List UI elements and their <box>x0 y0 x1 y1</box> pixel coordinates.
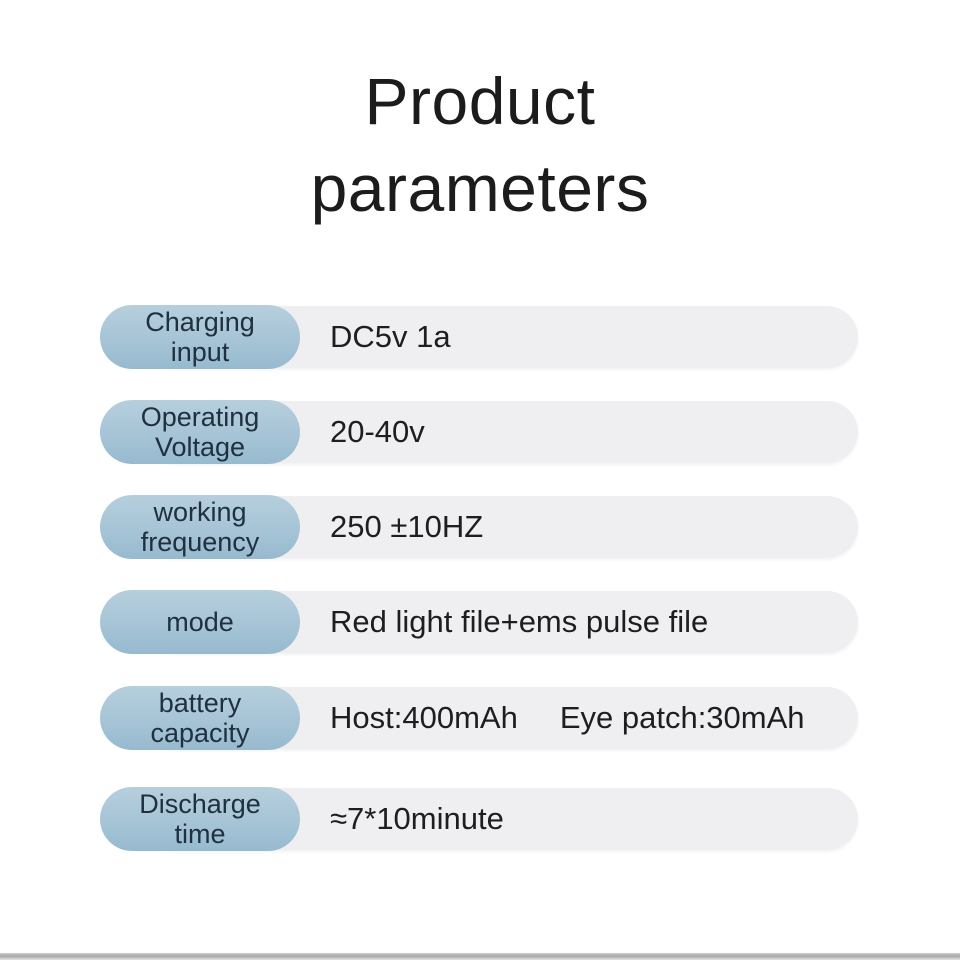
row-label-pill: battery capacity <box>100 686 300 750</box>
row-label-line1: Charging <box>145 307 255 337</box>
row-value-text: DC5v 1a <box>330 319 451 354</box>
page-title-line2: parameters <box>310 151 650 225</box>
row-label-line1: battery <box>158 688 242 718</box>
row-label-line2: frequency <box>140 527 260 557</box>
row-label-pill: Discharge time <box>100 787 300 851</box>
row-value-text: 20-40v <box>330 414 425 449</box>
row-label-line1: mode <box>166 607 234 637</box>
parameter-row-charging-input: Charging input DC5v 1a <box>0 305 960 369</box>
row-label-line2: time <box>174 819 226 849</box>
row-value-text: Host:400mAh <box>330 700 518 735</box>
parameter-row-working-frequency: working frequency 250 ±10HZ <box>0 495 960 559</box>
row-label-line1: Operating <box>140 402 260 432</box>
row-value: 20-40v <box>330 400 425 464</box>
row-label-line2: Voltage <box>154 432 246 462</box>
parameter-row-operating-voltage: Operating Voltage 20-40v <box>0 400 960 464</box>
parameter-row-mode: mode Red light file+ems pulse file <box>0 590 960 654</box>
row-value-text-2: Eye patch:30mAh <box>559 700 805 735</box>
row-label-line2: input <box>170 337 230 367</box>
row-label-line1: working <box>153 497 247 527</box>
row-label-line2: capacity <box>150 718 250 748</box>
row-label-pill: Operating Voltage <box>100 400 300 464</box>
row-value: Host:400mAh Eye patch:30mAh <box>330 686 805 750</box>
row-value-text: ≈7*10minute <box>330 801 504 836</box>
row-value-text: Red light file+ems pulse file <box>330 604 709 639</box>
row-label-pill: working frequency <box>100 495 300 559</box>
row-value: ≈7*10minute <box>330 787 504 851</box>
page-title-line1: Product <box>364 64 596 138</box>
parameter-row-discharge-time: Discharge time ≈7*10minute <box>0 787 960 851</box>
row-value-text: 250 ±10HZ <box>330 509 484 544</box>
row-label-pill: Charging input <box>100 305 300 369</box>
row-label-pill: mode <box>100 590 300 654</box>
row-value: Red light file+ems pulse file <box>330 590 708 654</box>
page-title: Product parameters <box>0 58 960 232</box>
parameter-row-battery-capacity: battery capacity Host:400mAh Eye patch:3… <box>0 686 960 750</box>
row-value: DC5v 1a <box>330 305 451 369</box>
row-value: 250 ±10HZ <box>330 495 483 559</box>
row-label-line1: Discharge <box>139 789 261 819</box>
bottom-edge-bar <box>0 953 960 960</box>
